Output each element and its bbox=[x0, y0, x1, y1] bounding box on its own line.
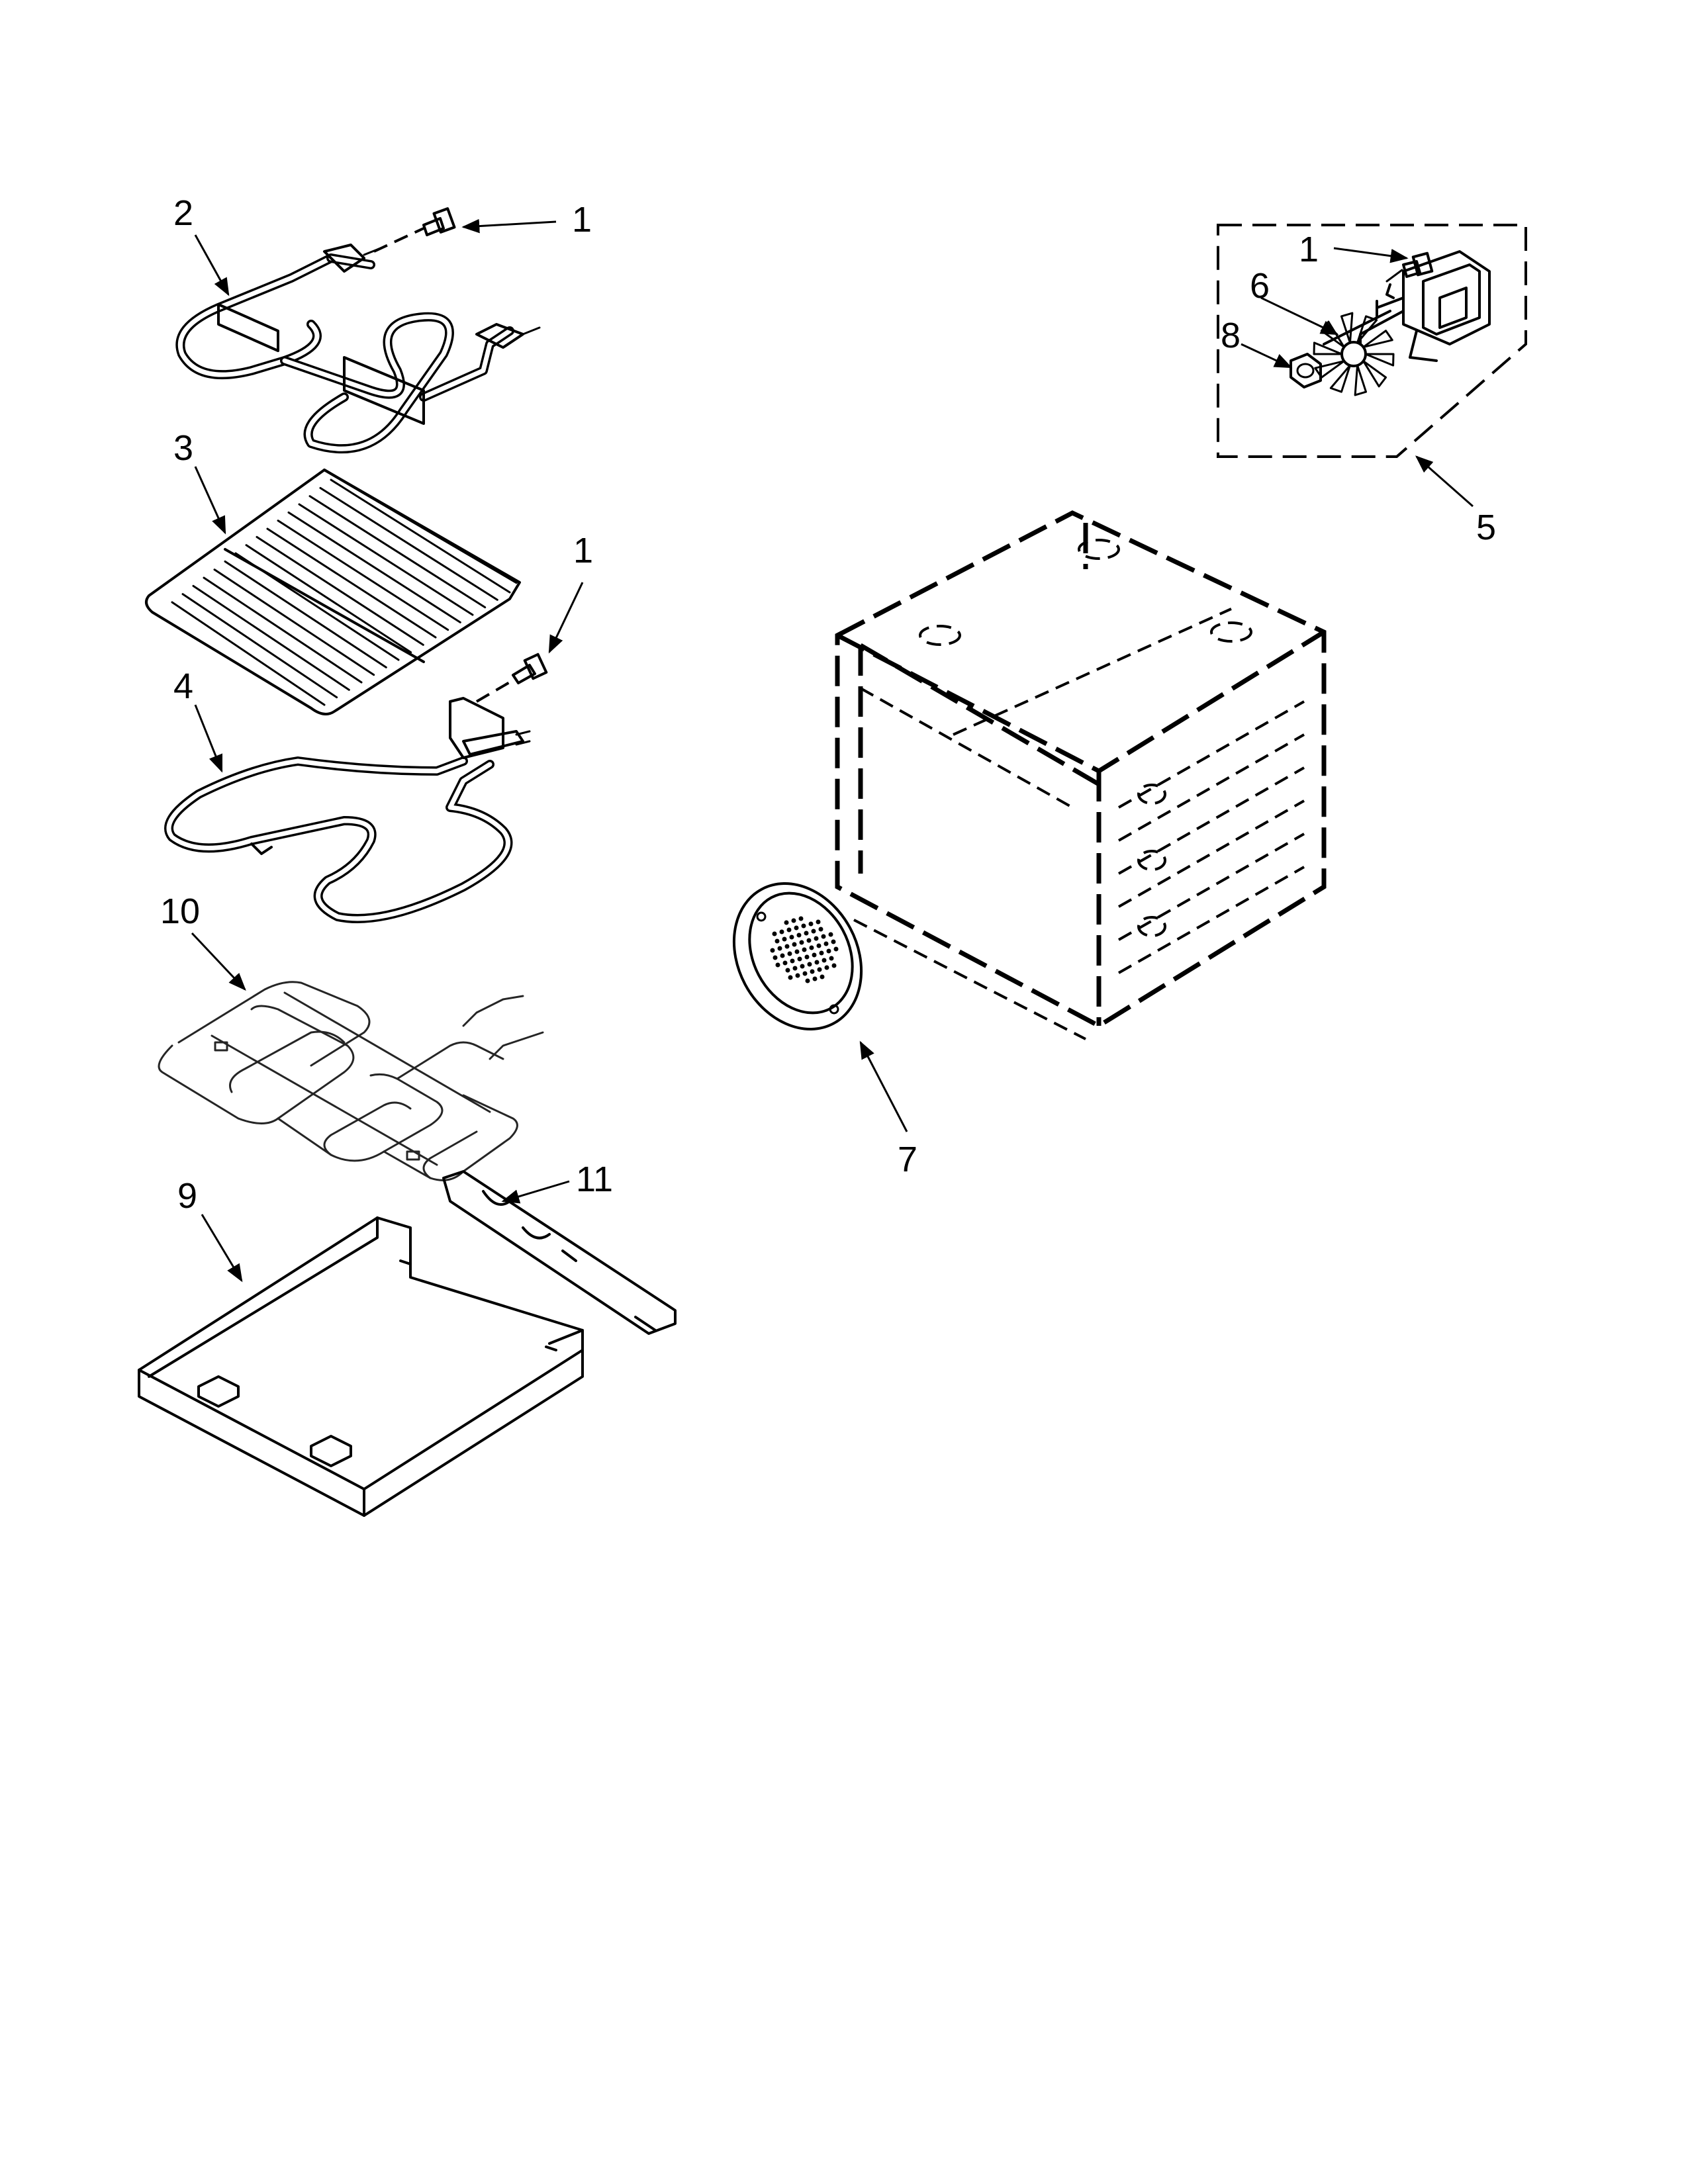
part-8-nut bbox=[1289, 353, 1322, 388]
part-3-oven-rack bbox=[145, 469, 521, 715]
callout-9: 9 bbox=[177, 1176, 197, 1216]
rack-wires bbox=[171, 478, 511, 706]
callout-1-top: 1 bbox=[572, 200, 592, 240]
callout-8: 8 bbox=[1221, 316, 1241, 355]
part-2-upper-element bbox=[175, 244, 541, 454]
callout-labels: 1 2 3 1 4 10 9 11 1 6 8 5 7 bbox=[160, 193, 1496, 1216]
part-4-bake-element bbox=[164, 697, 531, 923]
part-1-screw-top bbox=[373, 207, 456, 253]
callout-6: 6 bbox=[1250, 266, 1270, 306]
callout-5: 5 bbox=[1476, 508, 1496, 547]
callout-3: 3 bbox=[173, 428, 193, 468]
callout-4: 4 bbox=[173, 666, 193, 706]
part-1-screw-box bbox=[1385, 251, 1434, 283]
part-11-bracket bbox=[442, 1170, 677, 1335]
part-1-screw-middle bbox=[475, 653, 548, 703]
fan-cover-grille bbox=[770, 916, 839, 983]
callout-1-middle: 1 bbox=[573, 531, 593, 570]
oven-cavity bbox=[835, 510, 1327, 1040]
part-10-broil-element bbox=[158, 981, 544, 1181]
callout-7: 7 bbox=[898, 1140, 917, 1179]
leader-lines bbox=[191, 218, 1474, 1283]
callout-2: 2 bbox=[173, 193, 193, 233]
callout-1-box: 1 bbox=[1299, 230, 1319, 269]
part-5-convection-fan-assembly bbox=[1217, 224, 1527, 458]
part-7-fan-cover bbox=[732, 882, 863, 1030]
callout-10: 10 bbox=[160, 891, 200, 931]
part-6-fan-blade bbox=[1313, 312, 1395, 396]
part-9-bottom-pan bbox=[138, 1216, 584, 1517]
callout-11: 11 bbox=[576, 1160, 613, 1199]
